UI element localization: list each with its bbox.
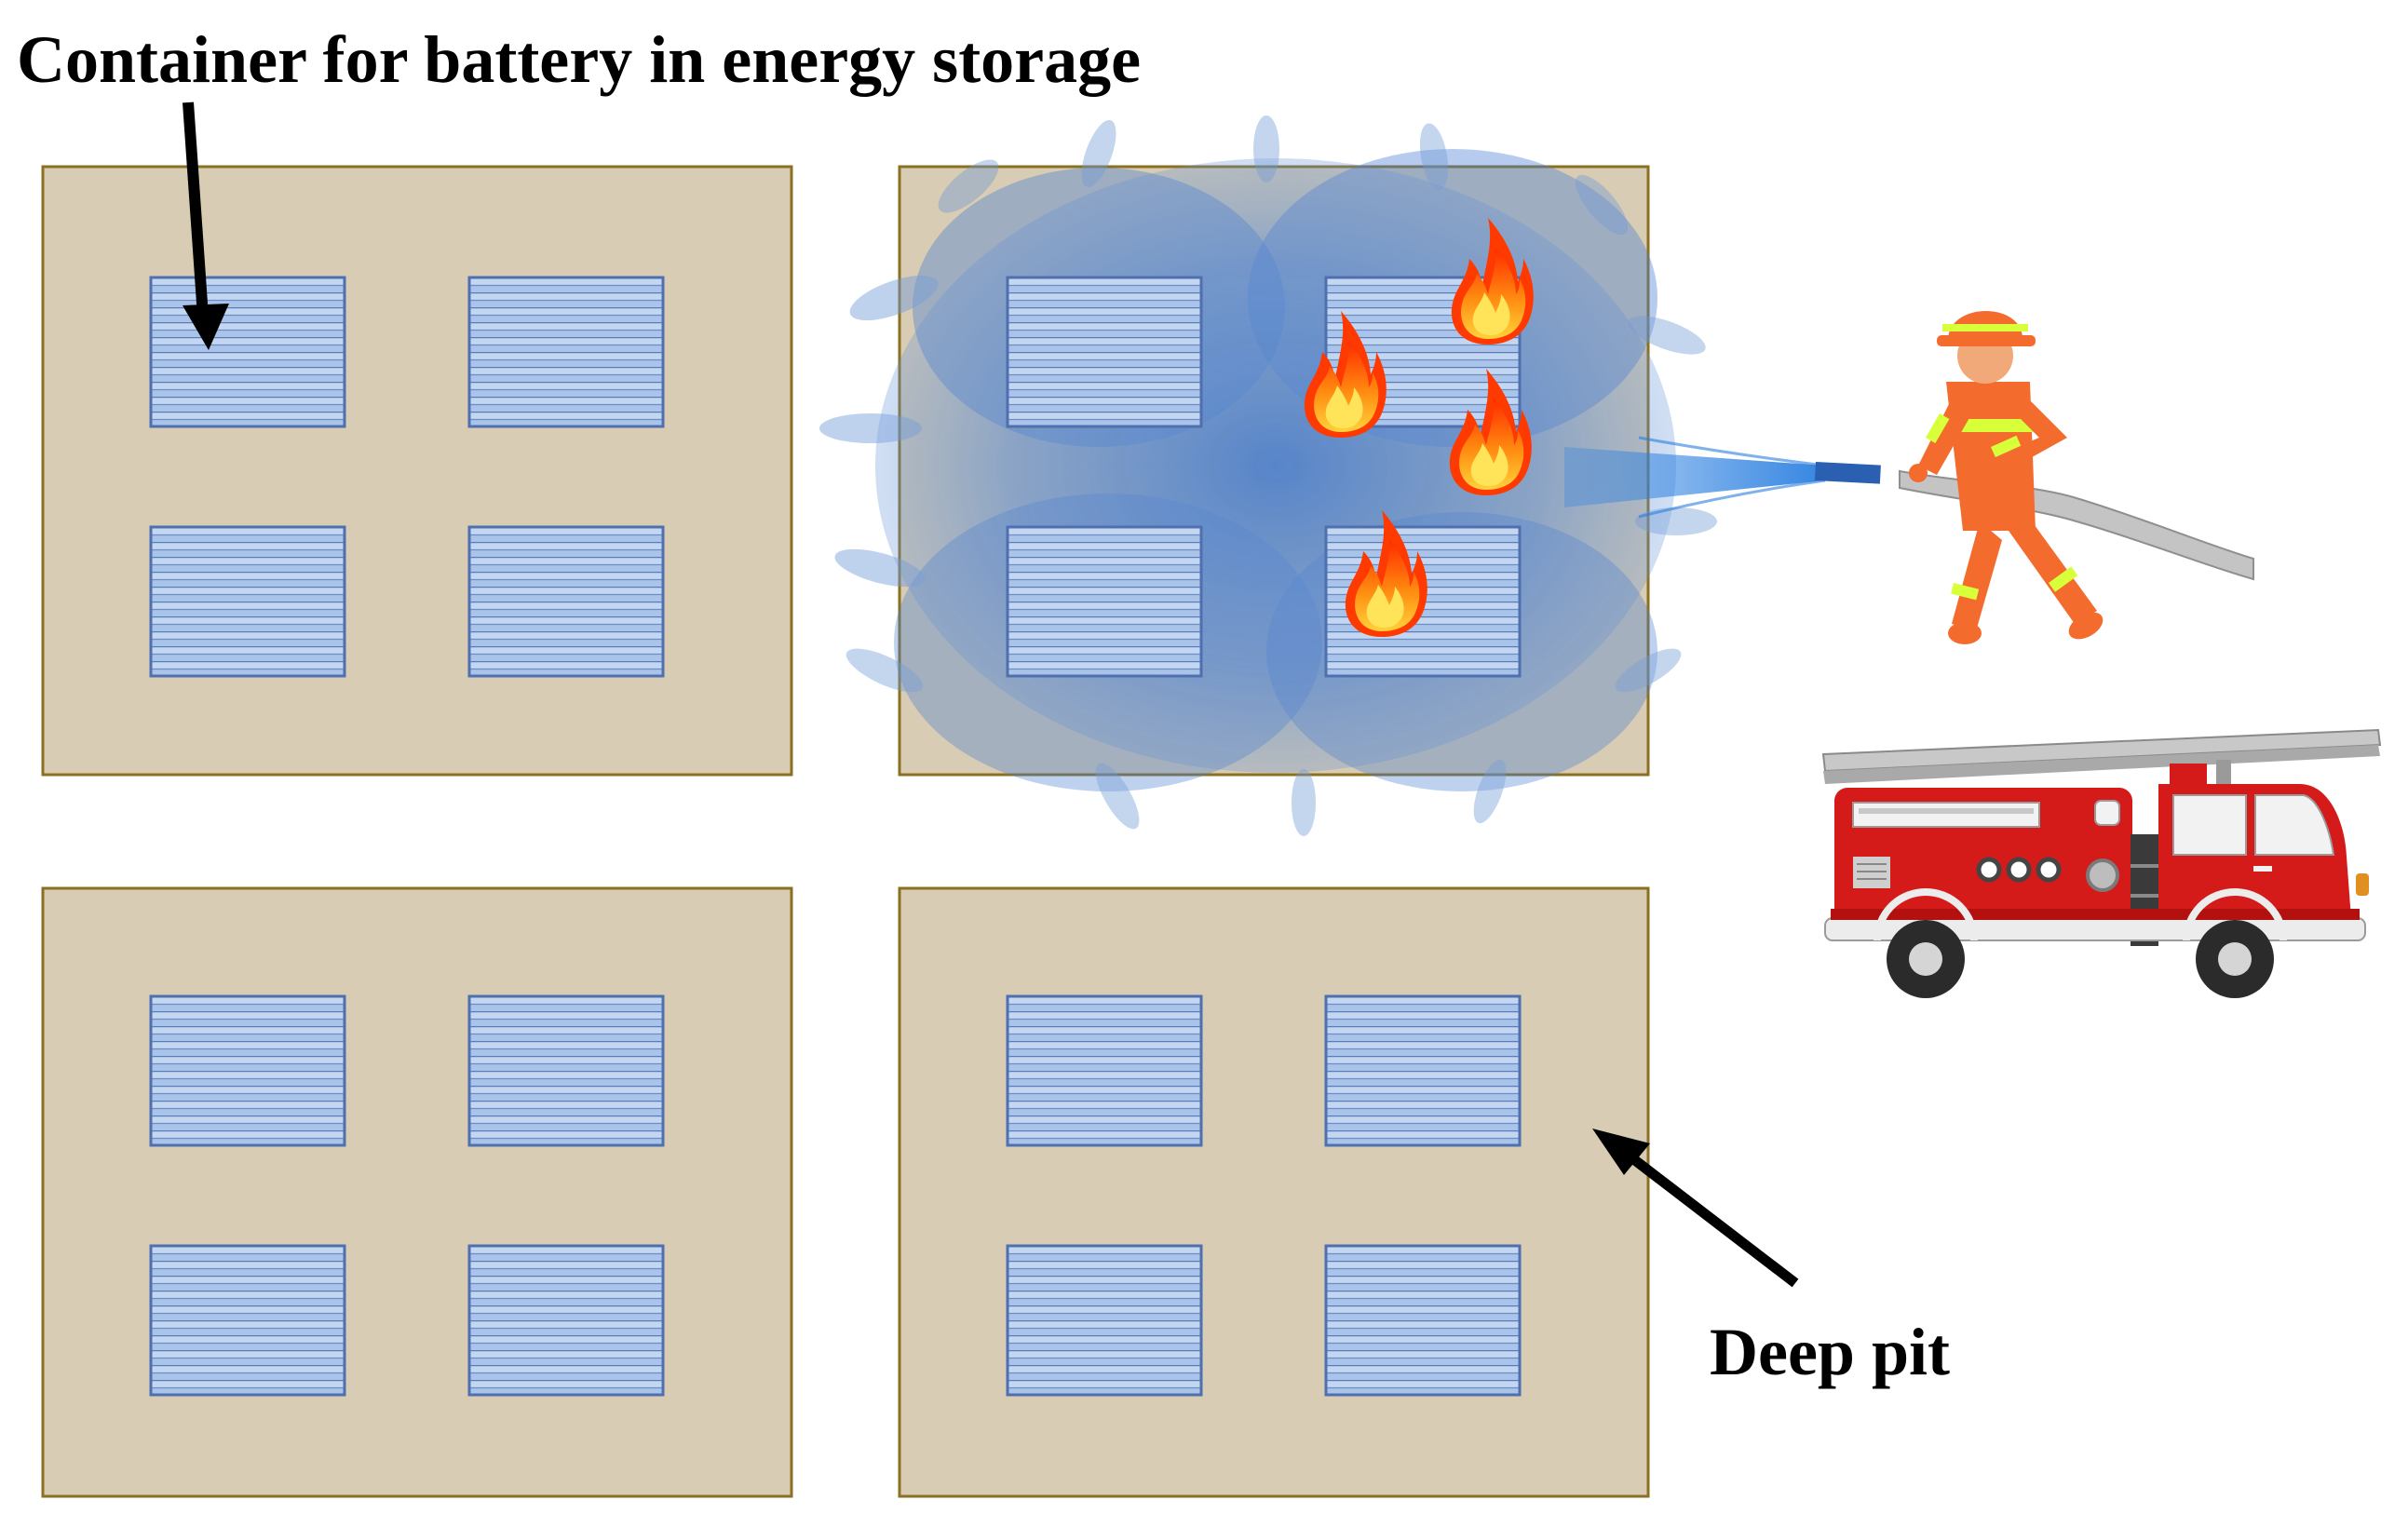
battery-module [149,276,346,428]
battery-module [1006,276,1203,428]
battery-module [1006,994,1203,1147]
battery-module [467,994,665,1147]
water-jet [1564,436,1826,519]
battery-module [149,994,346,1147]
battery-module [1324,1244,1522,1397]
deep-pit-label: Deep pit [1710,1315,1950,1389]
battery-module [467,276,665,428]
battery-module [467,525,665,678]
deep-pit-arrow [1592,1129,1799,1288]
battery-module [467,1244,665,1397]
pit-top-right-flooded [819,115,1717,836]
battery-module [149,1244,346,1397]
firefighter-icon [1814,311,2254,644]
battery-module [1006,525,1203,678]
fire-truck-icon [1821,728,2382,998]
pit-bottom-left [41,886,793,1498]
container-arrow [183,101,229,350]
container-label: Container for battery in energy storage [17,22,1141,97]
battery-module [149,525,346,678]
pit-top-left [41,165,793,777]
battery-module [1324,994,1522,1147]
battery-module [1006,1244,1203,1397]
pit-bottom-right [898,886,1650,1498]
